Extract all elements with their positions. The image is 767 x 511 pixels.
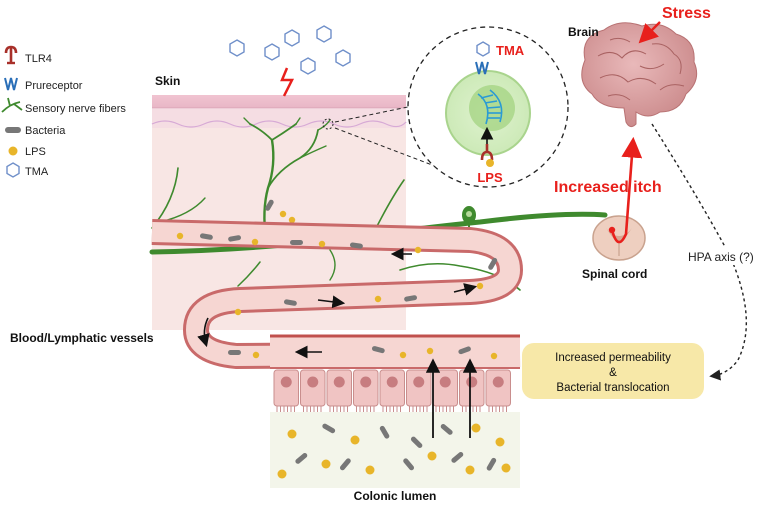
epithelial-cell	[273, 369, 299, 407]
cell-nucleus	[333, 376, 345, 388]
colonic-lumen-label: Colonic lumen	[354, 489, 437, 503]
legend-label-lps: LPS	[25, 146, 46, 158]
tma-icon	[6, 162, 20, 178]
intestinal-epithelium	[273, 369, 511, 412]
lightning-icon	[280, 67, 295, 97]
brain-icon	[581, 22, 698, 128]
cell-nucleus	[360, 376, 372, 388]
callout-tma-icon	[476, 41, 490, 57]
hpa-axis-label-bg	[684, 247, 764, 265]
bacteria-icon	[5, 127, 21, 133]
epithelial-cell	[353, 369, 379, 407]
legend: TLR4 Prureceptor Sensory nerve fibers Ba…	[1, 45, 126, 178]
prureceptor-icon	[4, 77, 18, 91]
permeability-line-3: Bacterial translocation	[556, 382, 669, 394]
tma-molecules-above-skin	[229, 25, 351, 75]
callout-prureceptor-icon	[475, 61, 489, 75]
callout-lps-label: LPS	[477, 170, 503, 185]
dna-icon	[477, 89, 503, 125]
cell-nucleus	[280, 376, 292, 388]
translocation-arrows	[425, 358, 478, 438]
hpa-axis-arrow	[651, 123, 747, 381]
legend-label-tlr4: TLR4	[25, 53, 52, 65]
colonic-lumen-area	[270, 412, 520, 488]
lumen-particles	[277, 423, 511, 479]
increased-itch-label: Increased itch	[554, 179, 662, 196]
epithelial-cell	[406, 369, 432, 407]
cell-nucleus	[413, 376, 425, 388]
permeability-line-2: &	[609, 367, 617, 379]
cell-nucleus	[386, 376, 398, 388]
legend-label-bacteria: Bacteria	[25, 125, 66, 137]
lps-icon	[8, 146, 18, 156]
epithelial-cell	[300, 369, 326, 407]
flow-arrows	[197, 247, 478, 359]
itch-signal-origin	[608, 226, 616, 234]
epithelial-cell	[459, 369, 485, 407]
permeability-box: Increased permeability & Bacterial trans…	[522, 343, 704, 399]
epithelial-cell	[326, 369, 352, 407]
callout-tlr4-icon	[480, 144, 494, 161]
cell-nucleus	[466, 376, 478, 388]
legend-label-tma: TMA	[25, 166, 49, 178]
epithelial-cell	[485, 369, 511, 407]
sensory-nerve-fibers-icon	[1, 97, 23, 113]
tlr4-icon	[4, 45, 18, 65]
callout-lps-icon	[486, 159, 494, 167]
legend-label-prureceptor: Prureceptor	[25, 80, 83, 92]
cell-nucleus	[439, 376, 451, 388]
callout-tma-label: TMA	[496, 43, 525, 58]
skin-sensory-nerve	[151, 117, 405, 242]
blood-lymphatic-label: Blood/Lymphatic vessels	[10, 331, 154, 345]
spinal-cord-icon	[592, 215, 646, 261]
spinal-cord-label: Spinal cord	[582, 267, 647, 281]
skin-label: Skin	[155, 74, 180, 88]
epithelial-cell	[379, 369, 405, 407]
itch-signal-arrow	[610, 136, 643, 244]
zoom-callout: LPS TMA	[322, 26, 569, 188]
cell-nucleus	[492, 376, 504, 388]
legend-label-sensory-nerve-fibers: Sensory nerve fibers	[25, 103, 126, 115]
stress-label: Stress	[662, 5, 711, 22]
cell-nucleus	[307, 376, 319, 388]
vessel-particles	[176, 232, 498, 360]
stress-arrow	[638, 21, 661, 44]
epithelial-cell	[432, 369, 458, 407]
brain-label: Brain	[568, 25, 599, 39]
permeability-line-1: Increased permeability	[555, 352, 671, 364]
hpa-axis-label: HPA axis (?)	[688, 250, 754, 264]
